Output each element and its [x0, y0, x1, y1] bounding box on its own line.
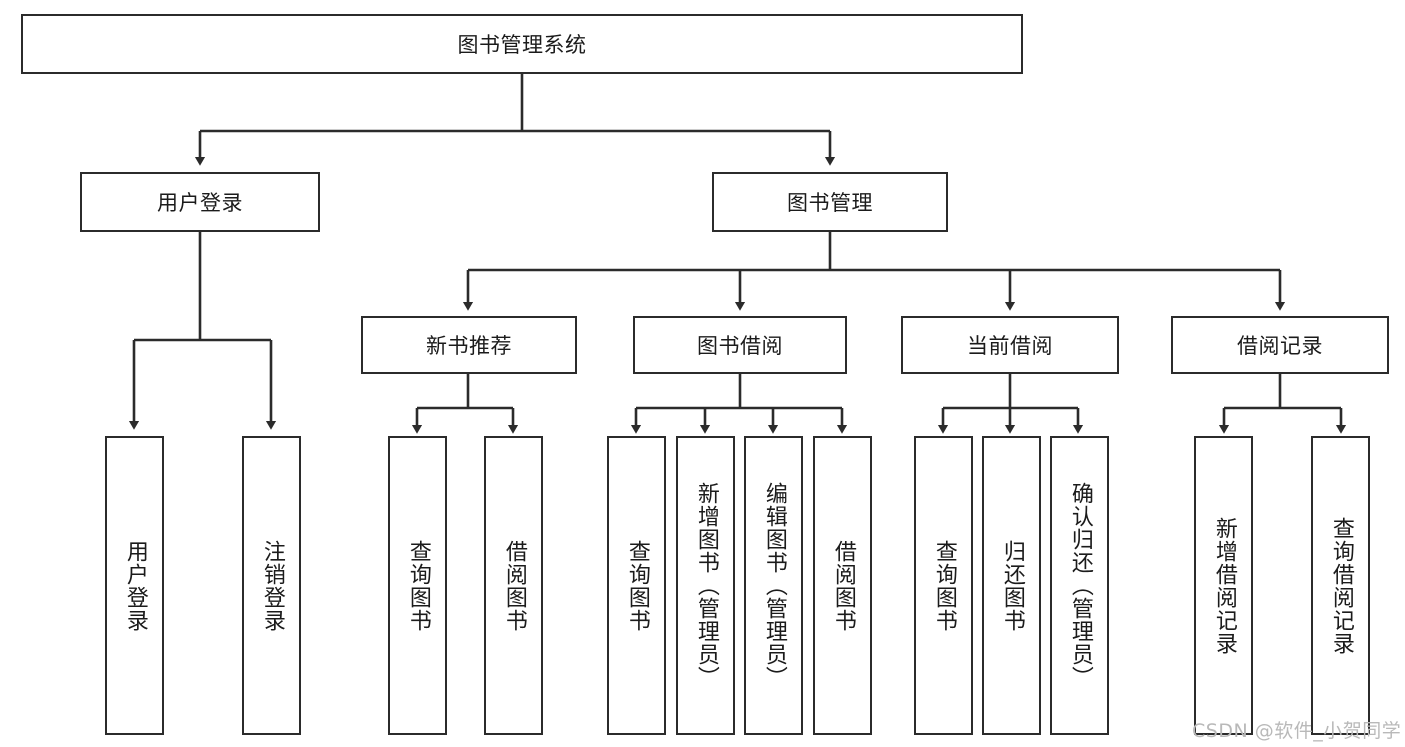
node-label: 归还图书 — [999, 539, 1025, 632]
node-label: 图书管理 — [787, 191, 873, 215]
leaf-logout-login[interactable]: 注销登录 — [242, 436, 301, 735]
node-label: 新书推荐 — [426, 334, 512, 358]
leaf-query-book-current[interactable]: 查询图书 — [914, 436, 973, 735]
node-label: 查询图书 — [624, 539, 650, 632]
leaf-edit-book-admin[interactable]: 编辑图书（管理员） — [744, 436, 803, 735]
leaf-add-book-admin[interactable]: 新增图书（管理员） — [676, 436, 735, 735]
node-label: 图书管理系统 — [457, 33, 587, 57]
node-label: 确认归还（管理员） — [1067, 482, 1093, 689]
node-label: 查询图书 — [405, 539, 431, 632]
node-label: 借阅图书 — [830, 539, 856, 632]
node-label: 用户登录 — [122, 539, 148, 632]
leaf-borrow-book-recommend[interactable]: 借阅图书 — [484, 436, 543, 735]
csdn-watermark: CSDN @软件_小贺同学 — [1192, 720, 1402, 742]
leaf-confirm-return-admin[interactable]: 确认归还（管理员） — [1050, 436, 1109, 735]
node-label: 查询图书 — [931, 539, 957, 632]
leaf-return-book[interactable]: 归还图书 — [982, 436, 1041, 735]
leaf-query-book-borrow[interactable]: 查询图书 — [607, 436, 666, 735]
node-label: 图书借阅 — [697, 334, 783, 358]
node-borrow-record[interactable]: 借阅记录 — [1171, 316, 1389, 374]
leaf-borrow-book[interactable]: 借阅图书 — [813, 436, 872, 735]
node-label: 用户登录 — [157, 191, 243, 215]
node-label: 新增借阅记录 — [1211, 516, 1237, 655]
node-label: 借阅图书 — [501, 539, 527, 632]
node-book-borrow[interactable]: 图书借阅 — [633, 316, 847, 374]
node-label: 新增图书（管理员） — [693, 482, 719, 689]
leaf-add-borrow-record[interactable]: 新增借阅记录 — [1194, 436, 1253, 735]
node-label: 查询借阅记录 — [1328, 516, 1354, 655]
leaf-user-login[interactable]: 用户登录 — [105, 436, 164, 735]
node-new-book-recommend[interactable]: 新书推荐 — [361, 316, 577, 374]
node-label: 当前借阅 — [967, 334, 1053, 358]
node-user-login[interactable]: 用户登录 — [80, 172, 320, 232]
node-current-borrow[interactable]: 当前借阅 — [901, 316, 1119, 374]
leaf-query-borrow-record[interactable]: 查询借阅记录 — [1311, 436, 1370, 735]
node-root-system[interactable]: 图书管理系统 — [21, 14, 1023, 74]
leaf-query-book-recommend[interactable]: 查询图书 — [388, 436, 447, 735]
node-book-management[interactable]: 图书管理 — [712, 172, 948, 232]
node-label: 编辑图书（管理员） — [761, 482, 787, 689]
node-label: 注销登录 — [259, 539, 285, 632]
node-label: 借阅记录 — [1237, 334, 1323, 358]
